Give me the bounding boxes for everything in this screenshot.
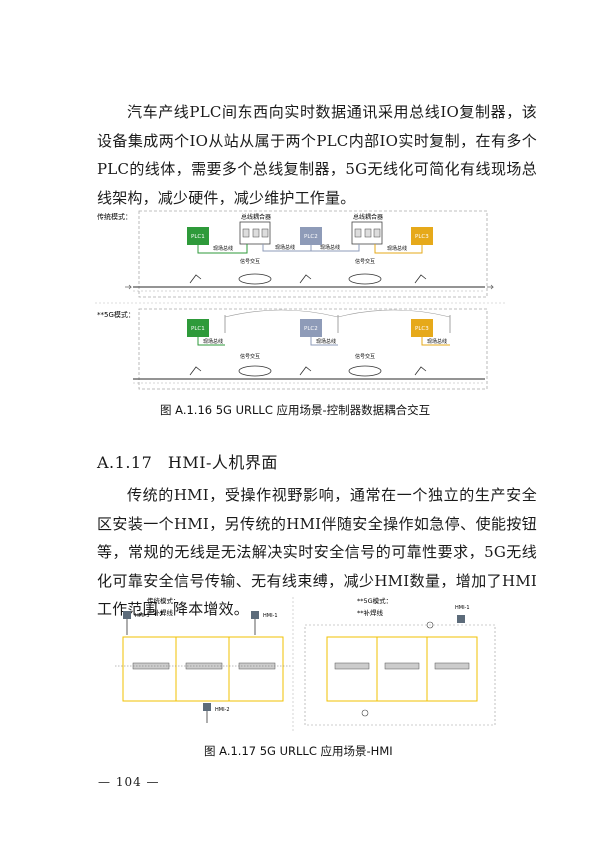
- fieldbus-5g-1: 现场总线: [203, 338, 223, 345]
- figure-a1-16: 传统模式： 总线耦合器 总线耦合器 PLC1 PLC2 PLC3 现场总线 现场…: [95, 210, 505, 390]
- fieldbus-label-1: 现场总线: [213, 245, 233, 252]
- signal-label-2: 信号交互: [355, 258, 375, 265]
- section-number: A.1.17: [97, 453, 153, 472]
- fieldbus-5g-2: 现场总线: [316, 338, 336, 345]
- fiveg-cells: [326, 636, 478, 702]
- plc3-label-5g: PLC3: [415, 326, 429, 332]
- hmi-1-label: HMI-1: [263, 613, 278, 619]
- hmi-1-wireless-label: HMI-1: [455, 605, 470, 611]
- bus-coupler-2: 总线耦合器: [351, 213, 383, 245]
- plc2-box-traditional: [300, 227, 322, 245]
- hmi-3-terminal: [123, 611, 131, 619]
- page-number: — 104 —: [98, 775, 160, 789]
- plc3-label-traditional: PLC3: [415, 234, 429, 240]
- section-title: HMI-人机界面: [167, 453, 278, 472]
- fieldbus-label-3: 现场总线: [320, 244, 340, 251]
- plc2-box-5g: [300, 319, 322, 337]
- traditional-cells: [115, 636, 291, 702]
- coupler-1-label: 总线耦合器: [241, 213, 271, 221]
- hmi-1-terminal: [251, 611, 259, 619]
- section-heading: A.1.17 HMI-人机界面: [97, 449, 278, 473]
- plc1-box-traditional: [187, 227, 209, 245]
- fieldbus-label-2: 现场总线: [275, 244, 295, 251]
- fieldbus-label-4: 现场总线: [387, 245, 407, 252]
- intro-paragraph: 汽车产线PLC间东西向实时数据通讯采用总线IO复制器，该设备集成两个IO从站从属…: [97, 103, 537, 207]
- plc2-label-5g: PLC2: [304, 326, 318, 332]
- operator-icon-bottom: [361, 709, 369, 717]
- hmi-2-terminal: [203, 703, 211, 711]
- hmi-1-wireless-terminal: [457, 615, 465, 623]
- signal-5g-2: 信号交互: [355, 353, 375, 360]
- plc3-box-traditional: [411, 227, 433, 245]
- plc1-box-5g: [187, 319, 209, 337]
- production-line-traditional: [125, 273, 494, 292]
- hmi-paragraph: 传统的HMI，受操作视野影响，通常在一个独立的生产安全区安装一个HMI，另传统的…: [97, 486, 537, 618]
- figure-17-caption: 图 A.1.17 5G URLLC 应用场景-HMI: [204, 744, 393, 758]
- hmi-3-label: HMI-3: [135, 613, 150, 619]
- hmi-2-label: HMI-2: [215, 707, 230, 713]
- coupler-2-label: 总线耦合器: [353, 213, 383, 221]
- plc2-label-traditional: PLC2: [304, 234, 318, 240]
- signal-5g-1: 信号交互: [240, 353, 260, 360]
- hmi-5g-label: **5G模式：: [357, 596, 392, 605]
- fiveg-mode-label: **5G模式：: [97, 310, 135, 319]
- figure-a1-17: 传统模式： **补焊线 HMI-3 HMI-1 HMI-2 **5G模式： **…: [115, 596, 496, 731]
- hmi-5g-sub: **补焊线: [357, 608, 384, 617]
- bus-coupler-1: 总线耦合器: [239, 213, 271, 245]
- figure-16-caption: 图 A.1.16 5G URLLC 应用场景-控制器数据耦合交互: [160, 403, 431, 417]
- production-line-5g: [133, 365, 485, 384]
- plc3-box-5g: [411, 319, 433, 337]
- plc1-label-traditional: PLC1: [191, 234, 205, 240]
- hmi-traditional-sub: **补焊线: [147, 608, 174, 617]
- fieldbus-5g-3: 现场总线: [427, 338, 447, 345]
- signal-label-1: 信号交互: [240, 258, 260, 265]
- hmi-traditional-label: 传统模式：: [147, 596, 180, 605]
- operator-icon-top: [426, 621, 434, 629]
- traditional-mode-label: 传统模式：: [97, 212, 132, 221]
- plc1-label-5g: PLC1: [191, 326, 205, 332]
